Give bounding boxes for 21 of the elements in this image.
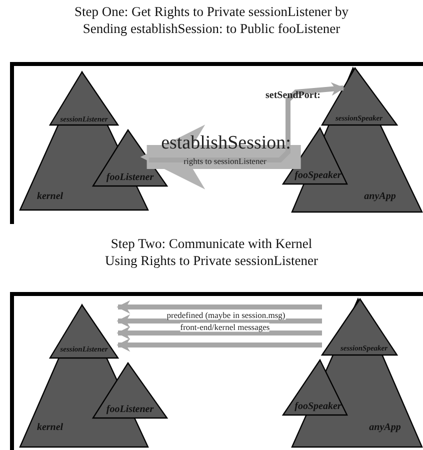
edge-label: establishSession: (161, 134, 291, 152)
triangle-label: fooSpeaker (294, 402, 342, 412)
message-label: setSendPort: (266, 91, 320, 101)
triangle-label: kernel (36, 423, 64, 433)
edge-label: front-end/kernel messages (180, 322, 270, 332)
triangle-label: fooListener (106, 405, 154, 415)
edge-label: predefined (maybe in session.msg) (166, 310, 286, 320)
triangle-label: kernel (36, 192, 64, 202)
arrow (116, 314, 322, 328)
arrow (148, 82, 345, 162)
triangle-label: anyApp (369, 423, 401, 433)
triangle-label: anyApp (364, 192, 396, 202)
triangle-label: fooSpeaker (294, 171, 342, 181)
arrow (116, 338, 322, 352)
panel-heading: Step Two: Communicate with Kernel Using Rights to Private sessionListener (104, 235, 319, 269)
arrow (140, 124, 301, 190)
arrow (116, 300, 322, 314)
arrow (116, 326, 322, 340)
panel-heading: Step One: Get Rights to Private sessionListener by Sending establishSession: to Public fooListener (73, 3, 350, 37)
triangle-label: fooListener (106, 173, 154, 183)
edge-label: rights to sessionListener (184, 156, 266, 166)
